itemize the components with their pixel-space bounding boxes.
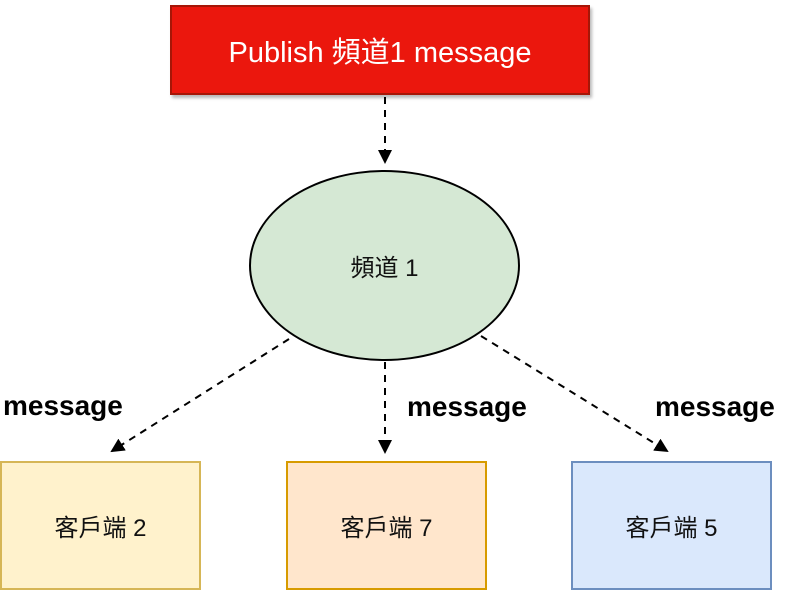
edge-channel-to-client-2-arrow (110, 338, 290, 453)
message-label-left: message (3, 390, 123, 421)
message-label-middle: message (407, 391, 527, 422)
client-node-5: 客戶端 5 (571, 461, 772, 590)
message-label-right: message (655, 391, 775, 422)
client-node-7-label: 客戶端 7 (340, 515, 433, 542)
client-node-2-label: 客戶端 2 (54, 515, 147, 542)
channel-label: 頻道 1 (350, 255, 419, 282)
client-node-2: 客戶端 2 (0, 461, 201, 590)
publisher-node: Publish 頻道1 message (170, 5, 590, 95)
publisher-label: Publish 頻道1 message (228, 37, 532, 69)
channel-node: 頻道 1 (249, 170, 520, 361)
client-node-5-label: 客戶端 5 (625, 515, 718, 542)
client-node-7: 客戶端 7 (286, 461, 487, 590)
